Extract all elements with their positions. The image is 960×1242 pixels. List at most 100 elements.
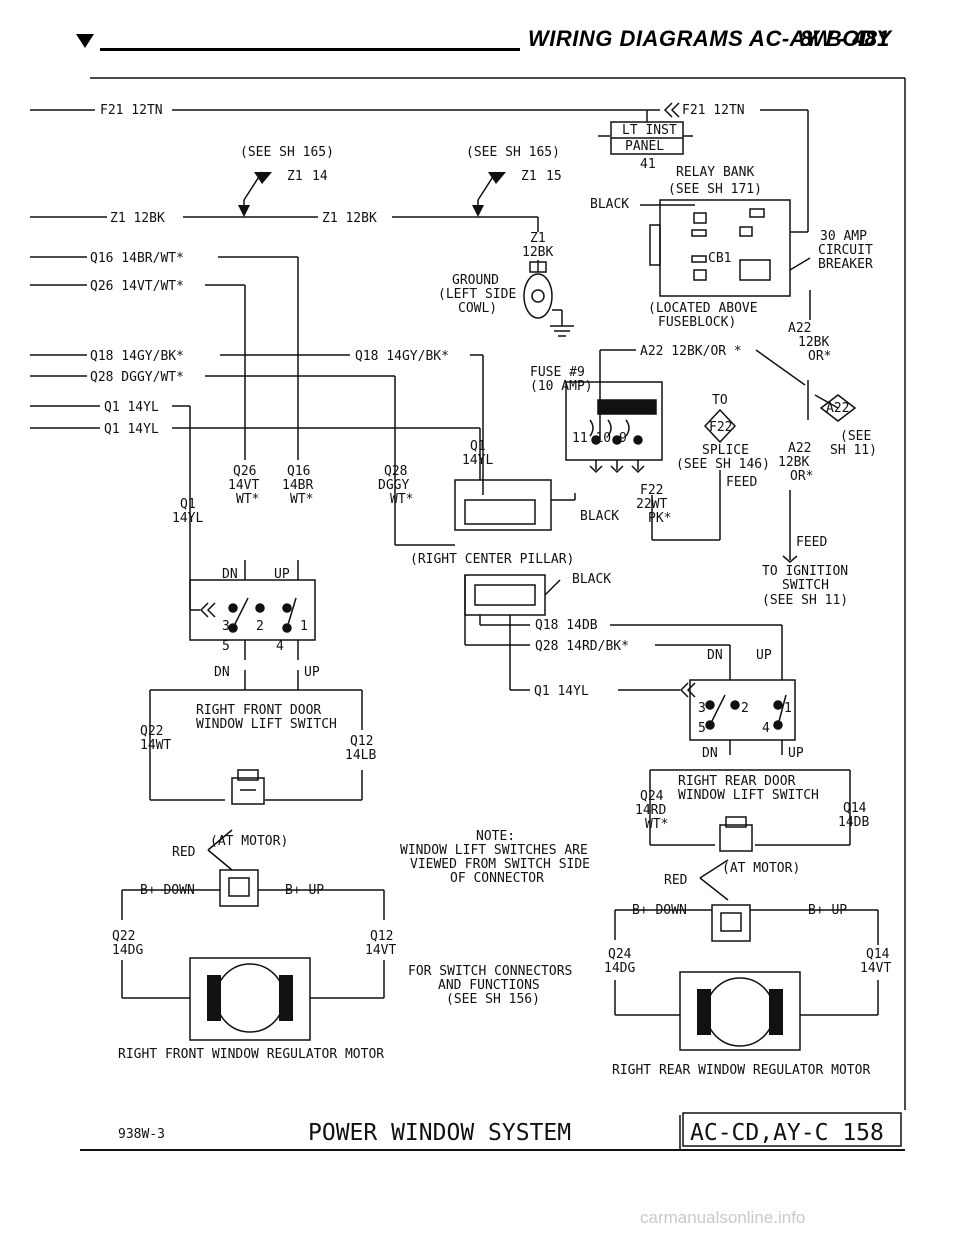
- wire-q16-v3: WT*: [290, 492, 313, 507]
- wire-q24a-3: WT*: [645, 817, 668, 832]
- wire-q1-b: Q1 14YL: [104, 422, 159, 437]
- rear-pin-4: 4: [762, 721, 770, 736]
- note-line-2: VIEWED FROM SWITCH SIDE: [410, 857, 590, 872]
- wire-f21-right: F21 12TN: [682, 103, 745, 118]
- rr-switch-label: WINDOW LIFT SWITCH: [678, 788, 819, 803]
- wire-q28-v2: DGGY: [378, 478, 409, 493]
- wire-q22-1: Q22: [140, 724, 163, 739]
- a22-lower-2: 12BK: [778, 455, 809, 470]
- wire-f22-3: PK*: [648, 511, 671, 526]
- wire-q12-2: 14LB: [345, 748, 376, 763]
- wire-q22b-1: Q22: [112, 929, 135, 944]
- fuse-10-amp: (10 AMP): [530, 379, 593, 394]
- watermark: carmanualsonline.info: [640, 1208, 806, 1227]
- splice-label: SPLICE: [702, 443, 749, 458]
- footer-sheet-box: [682, 1112, 902, 1147]
- wire-z1-12bk-b: Z1 12BK: [322, 211, 377, 226]
- wire-q18-14db: Q18 14DB: [535, 618, 598, 633]
- wire-q26: Q26 14VT/WT*: [90, 279, 184, 294]
- header-page-number: 8W - 481: [800, 26, 890, 51]
- black-label-1: BLACK: [590, 197, 629, 212]
- up-label-3: UP: [756, 648, 772, 663]
- wire-12bk-vertical: 12BK: [522, 245, 553, 260]
- a22-label-2: 12BK: [798, 335, 829, 350]
- see-sheet-165-a: (SEE SH 165): [240, 145, 334, 160]
- circuit-label: CIRCUIT: [818, 243, 873, 258]
- note-heading: NOTE:: [476, 829, 515, 844]
- note-line-1: WINDOW LIFT SWITCHES ARE: [400, 843, 588, 858]
- up-label-1: UP: [274, 567, 290, 582]
- wire-q12-1: Q12: [350, 734, 373, 749]
- header-rule: [100, 48, 520, 51]
- for-switch-line-1: FOR SWITCH CONNECTORS: [408, 964, 572, 979]
- pin-1: 1: [300, 619, 308, 634]
- a22-label-1: A22: [788, 321, 811, 336]
- fuse-9-label: FUSE #9: [530, 365, 585, 380]
- wire-q16-v1: Q16: [287, 464, 310, 479]
- wire-f21-left: F21 12TN: [100, 103, 163, 118]
- wire-q14a-2: 14DB: [838, 815, 869, 830]
- wire-q28: Q28 DGGY/WT*: [90, 370, 184, 385]
- black-label-3: BLACK: [572, 572, 611, 587]
- wire-q14b-2: 14VT: [860, 961, 891, 976]
- wire-q22b-2: 14DG: [112, 943, 143, 958]
- pin-3: 3: [222, 619, 230, 634]
- see-sheet-171: (SEE SH 171): [668, 182, 762, 197]
- wire-q24b-1: Q24: [608, 947, 632, 962]
- see-sheet-11-b: (SEE SH 11): [762, 593, 848, 608]
- see-sheet-146: (SEE SH 146): [676, 457, 770, 472]
- rf-door-label: RIGHT FRONT DOOR: [196, 703, 321, 718]
- at-motor-label-1: (AT MOTOR): [210, 834, 288, 849]
- to-ignition-label: TO IGNITION: [762, 564, 848, 579]
- wire-a22: A22 12BK/OR *: [640, 344, 742, 359]
- b-plus-down-2: B+ DOWN: [632, 903, 687, 918]
- see-sheet-165-b: (SEE SH 165): [466, 145, 560, 160]
- wire-q14b-1: Q14: [866, 947, 890, 962]
- rf-switch-label: WINDOW LIFT SWITCH: [196, 717, 337, 732]
- pin-4: 4: [276, 639, 284, 654]
- footer-code: 938W-3: [118, 1127, 165, 1142]
- b-plus-down-1: B+ DOWN: [140, 883, 195, 898]
- footer-sheet: AC-CD,AY-C 158: [690, 1120, 884, 1146]
- ground-label: GROUND: [452, 273, 499, 288]
- rear-pin-3: 3: [698, 701, 706, 716]
- wire-q28-v1: Q28: [384, 464, 407, 479]
- 30-amp-label: 30 AMP: [820, 229, 867, 244]
- wire-q24b-2: 14DG: [604, 961, 635, 976]
- wire-q18-left: Q18 14GY/BK*: [90, 349, 184, 364]
- rear-pin-1: 1: [784, 701, 792, 716]
- fuse-pin-numbers: 11 10 9: [572, 431, 627, 446]
- dn-label-2: DN: [214, 665, 230, 680]
- cowl-label: COWL): [458, 301, 497, 316]
- see-sheet-11: SH 11): [830, 443, 877, 458]
- a22-lower-3: OR*: [790, 469, 813, 484]
- rear-pin-2: 2: [741, 701, 749, 716]
- wire-q26-v1: Q26: [233, 464, 256, 479]
- fuseblock-label: FUSEBLOCK): [658, 315, 736, 330]
- wire-q18-right: Q18 14GY/BK*: [355, 349, 449, 364]
- relay-bank-label: RELAY BANK: [676, 165, 754, 180]
- up-label-2: UP: [304, 665, 320, 680]
- f22-splice-id: F22: [709, 420, 732, 435]
- header-title: WIRING DIAGRAMS AC-AY BODY: [528, 26, 892, 51]
- black-label-2: BLACK: [580, 509, 619, 524]
- wire-q26-v2: 14VT: [228, 478, 259, 493]
- lt-inst-label: LT INST: [622, 123, 677, 138]
- wire-q26-v3: WT*: [236, 492, 259, 507]
- pin-2: 2: [256, 619, 264, 634]
- connector-41: 41: [640, 157, 656, 172]
- right-center-pillar: (RIGHT CENTER PILLAR): [410, 552, 574, 567]
- triangle-icon: [76, 34, 94, 48]
- located-above-label: (LOCATED ABOVE: [648, 301, 758, 316]
- wire-q1-right: Q1 14YL: [534, 684, 589, 699]
- a22-lower-1: A22: [788, 441, 811, 456]
- breaker-label: BREAKER: [818, 257, 873, 272]
- b-plus-up-2: B+ UP: [808, 903, 847, 918]
- pin-5: 5: [222, 639, 230, 654]
- wire-q24a-2: 14RD: [635, 803, 666, 818]
- rf-motor-caption: RIGHT FRONT WINDOW REGULATOR MOTOR: [118, 1047, 384, 1062]
- a22-label-3: OR*: [808, 349, 831, 364]
- footer-title: POWER WINDOW SYSTEM: [308, 1120, 571, 1146]
- wire-q12b-1: Q12: [370, 929, 393, 944]
